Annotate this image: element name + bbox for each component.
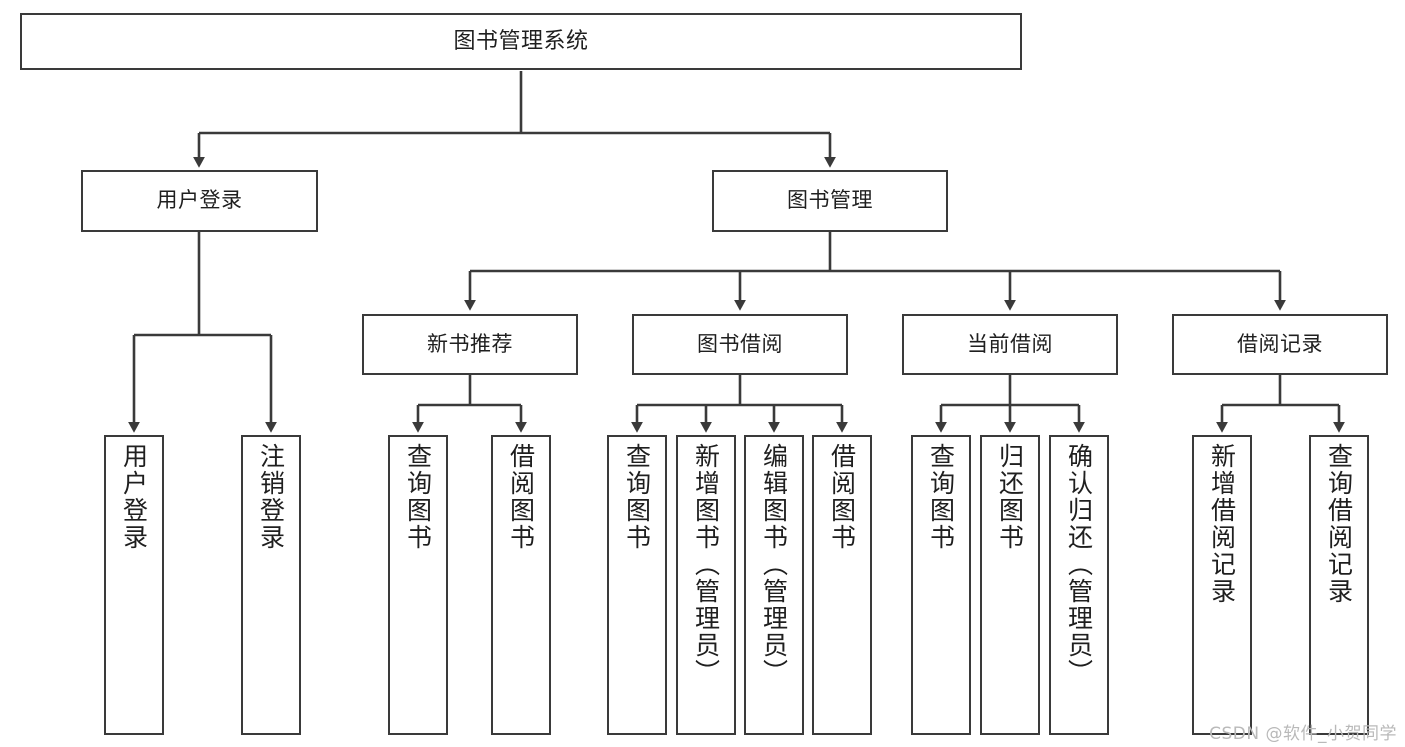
node-user-login[interactable]: 用户登录 xyxy=(81,170,318,232)
leaf-borrow-add-book-admin[interactable]: 新增图书（管理员） xyxy=(676,435,736,735)
node-book-management-label: 图书管理 xyxy=(787,188,873,213)
leaf-logout[interactable]: 注销登录 xyxy=(241,435,301,735)
node-borrow-records[interactable]: 借阅记录 xyxy=(1172,314,1388,375)
leaf-records-add-record[interactable]: 新增借阅记录 xyxy=(1192,435,1252,735)
leaf-borrow-edit-book-admin-label: 编辑图书（管理员） xyxy=(759,443,789,686)
leaf-records-query-record[interactable]: 查询借阅记录 xyxy=(1309,435,1369,735)
leaf-borrow-query-book-label: 查询图书 xyxy=(622,443,652,551)
node-user-login-label: 用户登录 xyxy=(156,188,243,213)
leaf-borrow-query-book[interactable]: 查询图书 xyxy=(607,435,667,735)
leaf-current-confirm-return-admin[interactable]: 确认归还（管理员） xyxy=(1049,435,1109,735)
node-current-borrow[interactable]: 当前借阅 xyxy=(902,314,1118,375)
node-current-borrow-label: 当前借阅 xyxy=(967,331,1053,356)
node-new-book-recommend[interactable]: 新书推荐 xyxy=(362,314,578,375)
node-book-management[interactable]: 图书管理 xyxy=(712,170,948,232)
leaf-records-query-record-label: 查询借阅记录 xyxy=(1324,443,1354,605)
leaf-current-query-book-label: 查询图书 xyxy=(926,443,956,551)
leaf-records-add-record-label: 新增借阅记录 xyxy=(1207,443,1237,605)
leaf-user-login-label: 用户登录 xyxy=(119,443,149,551)
leaf-newbook-borrow-book-label: 借阅图书 xyxy=(506,443,536,551)
node-root[interactable]: 图书管理系统 xyxy=(20,13,1022,70)
leaf-current-confirm-return-admin-label: 确认归还（管理员） xyxy=(1064,443,1094,686)
node-root-label: 图书管理系统 xyxy=(453,28,589,54)
node-borrow-records-label: 借阅记录 xyxy=(1237,331,1323,356)
leaf-user-login[interactable]: 用户登录 xyxy=(104,435,164,735)
leaf-newbook-query-book[interactable]: 查询图书 xyxy=(388,435,448,735)
leaf-logout-label: 注销登录 xyxy=(256,443,286,551)
leaf-current-query-book[interactable]: 查询图书 xyxy=(911,435,971,735)
leaf-borrow-borrow-book-label: 借阅图书 xyxy=(827,443,857,551)
leaf-current-return-book-label: 归还图书 xyxy=(995,443,1025,551)
leaf-borrow-borrow-book[interactable]: 借阅图书 xyxy=(812,435,872,735)
node-book-borrow[interactable]: 图书借阅 xyxy=(632,314,848,375)
leaf-newbook-query-book-label: 查询图书 xyxy=(403,443,433,551)
node-new-book-recommend-label: 新书推荐 xyxy=(427,331,513,356)
node-book-borrow-label: 图书借阅 xyxy=(697,331,783,356)
leaf-newbook-borrow-book[interactable]: 借阅图书 xyxy=(491,435,551,735)
watermark: CSDN @软件_小贺同学 xyxy=(1209,724,1397,744)
leaf-current-return-book[interactable]: 归还图书 xyxy=(980,435,1040,735)
leaf-borrow-edit-book-admin[interactable]: 编辑图书（管理员） xyxy=(744,435,804,735)
leaf-borrow-add-book-admin-label: 新增图书（管理员） xyxy=(691,443,721,686)
